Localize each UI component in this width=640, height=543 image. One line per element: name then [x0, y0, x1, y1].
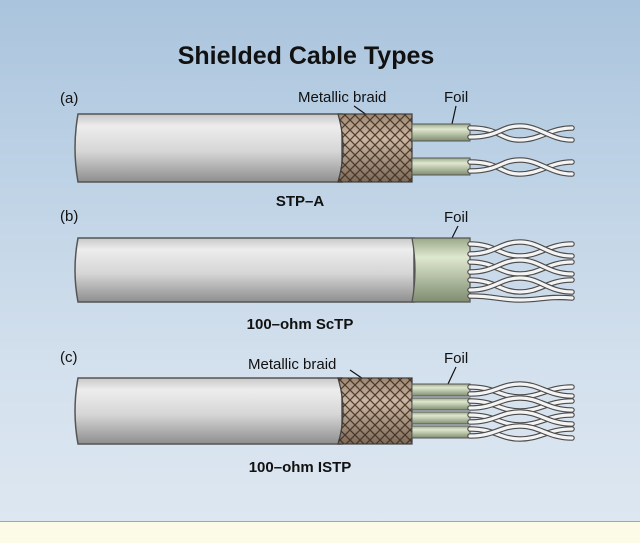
panel-c-foil-leader — [447, 366, 457, 385]
panel-b-foil-label: Foil — [444, 209, 468, 226]
panel-b: (b) Foil 100–ohm ScTP — [60, 208, 575, 333]
panel-c-letter: (c) — [60, 349, 78, 366]
panel-c-braid-label: Metallic braid — [248, 356, 336, 373]
panel-a-braid-label: Metallic braid — [298, 89, 386, 106]
panel-a-twisted-wires — [467, 123, 575, 177]
panel-c-jacket — [74, 377, 343, 445]
panel-c-foils — [411, 383, 471, 439]
panel-a-jacket — [74, 113, 343, 183]
panel-a: (a) Metallic braid Foil — [60, 89, 575, 210]
panel-a-foil-1 — [411, 123, 471, 142]
panel-c-twisted-wires — [467, 381, 575, 442]
panel-c-braid — [337, 377, 413, 445]
panel-b-caption: 100–ohm ScTP — [247, 316, 354, 333]
panel-b-foil — [411, 237, 471, 303]
diagram-title: Shielded Cable Types — [178, 42, 435, 70]
panel-a-foil-leader — [451, 105, 457, 125]
panel-a-caption: STP–A — [276, 193, 325, 210]
panel-b-jacket — [74, 237, 415, 303]
panel-a-letter: (a) — [60, 90, 78, 107]
panel-c: (c) Metallic braid Foil — [60, 349, 575, 476]
panel-b-letter: (b) — [60, 208, 78, 225]
panel-c-caption: 100–ohm ISTP — [249, 459, 352, 476]
panel-a-braid — [337, 113, 413, 183]
panel-a-foil-2 — [411, 157, 471, 176]
panel-c-foil-label: Foil — [444, 350, 468, 367]
panel-a-foil-label: Foil — [444, 89, 468, 106]
panel-b-twisted-wires — [467, 239, 575, 303]
